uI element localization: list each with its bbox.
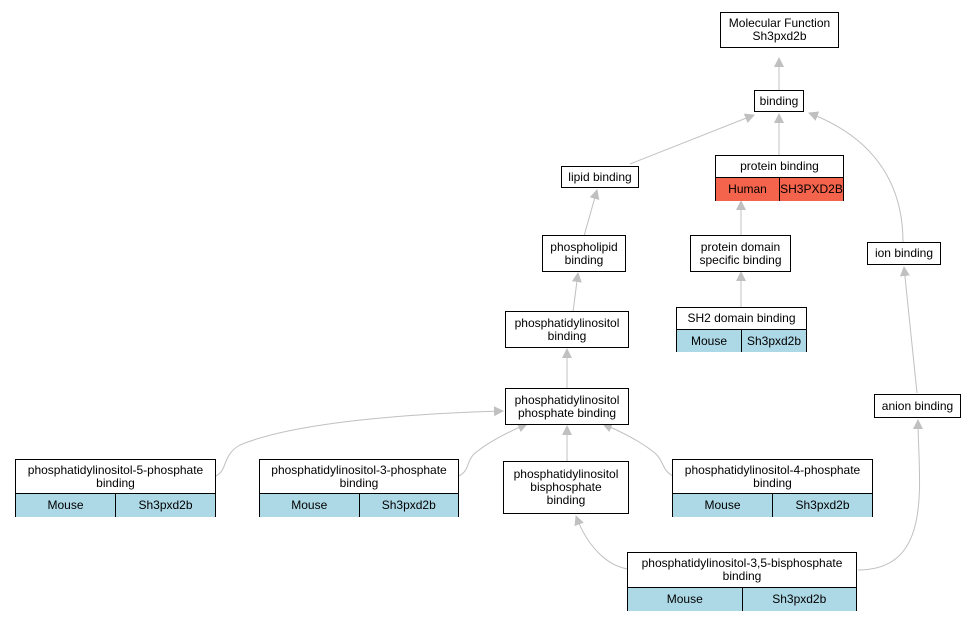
node-label-line: protein binding bbox=[740, 159, 819, 173]
node-label-line: binding bbox=[722, 569, 762, 583]
node-lipid-binding: lipid binding bbox=[561, 166, 639, 188]
node-label-line: binding bbox=[759, 93, 799, 108]
node-pi4p-binding: phosphatidylinositol-4-phosphate binding… bbox=[672, 459, 873, 517]
node-label-line: binding bbox=[564, 252, 604, 267]
node-pi3p-binding: phosphatidylinositol-3-phosphate binding… bbox=[259, 459, 459, 517]
species-cell-mouse: Mouse bbox=[628, 588, 742, 611]
node-protein-domain-binding: protein domain specific binding bbox=[690, 235, 791, 272]
node-label-line: binding bbox=[339, 475, 379, 490]
gene-cell: Sh3pxd2b bbox=[358, 494, 458, 517]
species-cell-mouse: Mouse bbox=[673, 494, 772, 517]
node-sh2-domain-binding: SH2 domain binding Mouse Sh3pxd2b bbox=[676, 307, 807, 352]
node-label-line: binding bbox=[546, 493, 586, 507]
node-ptdins-bisphosphate-binding: phosphatidylinositol bisphosphate bindin… bbox=[503, 461, 629, 514]
edge-anion-to-ion bbox=[899, 266, 918, 394]
node-label-line: SH2 domain binding bbox=[687, 311, 796, 325]
node-label-line: binding bbox=[753, 475, 792, 490]
node-label-line: Sh3pxd2b bbox=[752, 29, 807, 43]
node-label-line: phosphatidylinositol bbox=[513, 467, 619, 481]
node-label-line: ion binding bbox=[874, 246, 934, 260]
gene-cell: Sh3pxd2b bbox=[741, 330, 806, 352]
node-molecular-function: Molecular Function Sh3pxd2b bbox=[720, 12, 839, 48]
node-label-line: anion binding bbox=[881, 398, 954, 413]
node-label-line: phosphatidylinositol-4-phosphate bbox=[684, 462, 861, 477]
node-binding: binding bbox=[754, 90, 804, 112]
edge-pi35-to-anion bbox=[857, 419, 924, 571]
node-label-line: phosphatidylinositol bbox=[514, 392, 620, 407]
node-label-line: phospholipid bbox=[550, 239, 618, 254]
edge-phospholipid-to-lipid bbox=[583, 189, 600, 237]
species-cell-mouse: Mouse bbox=[677, 330, 741, 352]
node-ptdins-binding: phosphatidylinositol binding bbox=[505, 311, 629, 348]
node-label-line: lipid binding bbox=[568, 169, 632, 184]
node-label-line: phosphatidylinositol bbox=[514, 315, 620, 330]
edge-ptdins-to-phospholipid bbox=[571, 272, 582, 313]
node-label-line: Molecular Function bbox=[728, 16, 831, 30]
species-cell-mouse: Mouse bbox=[260, 494, 359, 517]
gene-cell: Sh3pxd2b bbox=[115, 494, 215, 517]
node-label-line: phosphate binding bbox=[517, 405, 617, 420]
node-label-line: binding bbox=[96, 475, 135, 490]
node-label-line: protein domain bbox=[700, 239, 781, 254]
edge-pi35-to-bisp bbox=[574, 515, 629, 570]
node-pi5p-binding: phosphatidylinositol-5-phosphate binding… bbox=[15, 459, 216, 517]
node-ion-binding: ion binding bbox=[867, 242, 941, 265]
node-pi35p2-binding: phosphatidylinositol-3,5-bisphosphate bi… bbox=[627, 552, 857, 611]
node-anion-binding: anion binding bbox=[874, 394, 961, 418]
node-ptdins-phosphate-binding: phosphatidylinositol phosphate binding bbox=[505, 388, 629, 425]
gene-cell: Sh3pxd2b bbox=[772, 494, 872, 517]
gene-cell: SH3PXD2B bbox=[779, 178, 843, 201]
node-label-line: bisphosphate bbox=[530, 480, 602, 494]
edge-lipid-to-binding bbox=[629, 113, 755, 165]
edge-pi3p-to-ptdinsp bbox=[458, 422, 528, 477]
node-label-line: phosphatidylinositol-5-phosphate bbox=[27, 462, 204, 477]
edge-pi5p-to-ptdinsp bbox=[215, 406, 504, 477]
species-cell-mouse: Mouse bbox=[16, 494, 115, 517]
node-label-line: binding bbox=[547, 328, 587, 343]
gene-cell: Sh3pxd2b bbox=[741, 588, 856, 611]
node-phospholipid-binding: phospholipid binding bbox=[542, 235, 626, 272]
node-label-line: phosphatidylinositol-3-phosphate bbox=[271, 462, 447, 477]
node-label-line: phosphatidylinositol-3,5-bisphosphate bbox=[641, 556, 843, 570]
node-label-line: specific binding bbox=[699, 252, 782, 267]
node-protein-binding: protein binding Human SH3PXD2B bbox=[715, 155, 844, 201]
edge-ion-to-binding bbox=[808, 111, 904, 243]
species-cell-human: Human bbox=[716, 178, 779, 201]
edge-pi4p-to-ptdinsp bbox=[602, 422, 674, 477]
